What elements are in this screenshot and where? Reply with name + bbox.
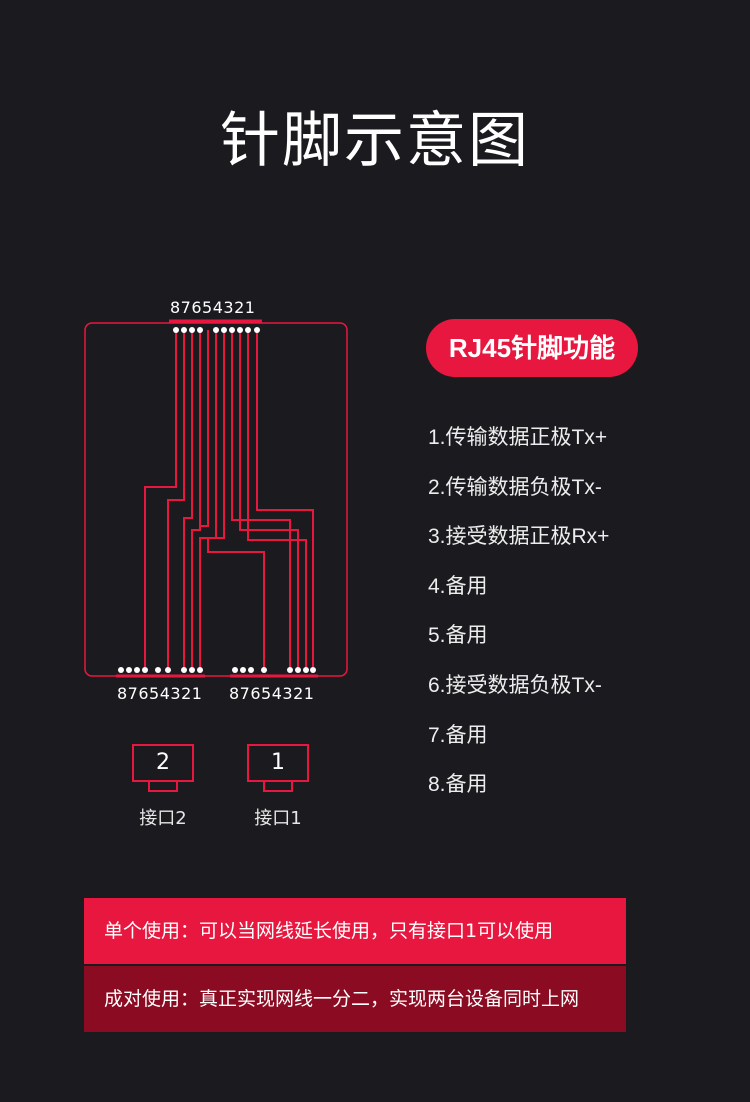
wire-pin8 [144, 330, 177, 670]
pin-function-item: 1.传输数据正极Tx+ [428, 426, 608, 449]
top-pin-dot [237, 327, 243, 333]
bottom-pin-dot [189, 667, 195, 673]
bottom-pin-dot [303, 667, 309, 673]
top-pin-dot [221, 327, 227, 333]
top-pin-dots [173, 327, 260, 333]
wires [144, 330, 314, 670]
bottom-pin-dot [134, 667, 140, 673]
pin-diagram: 87654321 87654321 87654321 2 接口2 1 接口1 [84, 298, 348, 829]
bottom-pin-dots [118, 667, 316, 673]
rj45-function-badge: RJ45针脚功能 [426, 319, 638, 377]
bottom-pin-dot [155, 667, 161, 673]
top-pin-dot [173, 327, 179, 333]
pin-function-item: 2.传输数据负极Tx- [428, 475, 602, 499]
bottom-pin-dot [165, 667, 171, 673]
bottom-pin-dot [295, 667, 301, 673]
port-2-tab [148, 782, 178, 792]
bottom-pin-dot [181, 667, 187, 673]
bottom-pin-dot [261, 667, 267, 673]
top-pin-dot [197, 327, 203, 333]
bottom-pin-dot [118, 667, 124, 673]
top-pin-dot [181, 327, 187, 333]
pin-function-item: 4.备用 [428, 574, 488, 598]
pin-function-item: 8.备用 [428, 773, 488, 797]
wire-pin6 [183, 330, 193, 670]
pin-function-item: 7.备用 [428, 723, 488, 747]
bottom-pin-dot [197, 667, 203, 673]
wire-pin1 [256, 330, 314, 670]
port-1-box: 1 [247, 744, 309, 782]
housing-outline [84, 322, 348, 677]
wire-pin2 [231, 330, 291, 670]
wire-pin3 [207, 330, 265, 670]
top-pin-dot [213, 327, 219, 333]
pin-function-list: 1.传输数据正极Tx+ 2.传输数据负极Tx- 3.接受数据正极Rx+ 4.备用… [428, 420, 609, 817]
wire-pin-y [239, 330, 299, 670]
wire-pin5 [191, 330, 201, 670]
pin-function-item: 3.接受数据正极Rx+ [428, 525, 610, 549]
bottom-pin-dot [248, 667, 254, 673]
single-use-banner: 单个使用：可以当网线延长使用，只有接口1可以使用 [84, 898, 626, 964]
bottom-pin-dot [310, 667, 316, 673]
bottom-pin-dot [287, 667, 293, 673]
port-1-tab [263, 782, 293, 792]
top-pin-dot [254, 327, 260, 333]
bottom-pin-dot [126, 667, 132, 673]
top-pin-dot [229, 327, 235, 333]
top-pin-dot [245, 327, 251, 333]
wire-pin-z [247, 330, 307, 670]
wire-pin4 [199, 330, 217, 670]
bottom-left-pin-label: 87654321 [117, 684, 203, 703]
pair-use-banner: 成对使用：真正实现网线一分二，实现两台设备同时上网 [84, 966, 626, 1032]
port-2-box: 2 [132, 744, 194, 782]
pin-function-item: 5.备用 [428, 624, 488, 648]
port-1-name: 接口1 [254, 808, 302, 829]
top-pin-dot [189, 327, 195, 333]
wiring-svg [84, 319, 348, 678]
bottom-pin-dot [142, 667, 148, 673]
wire-pin7 [167, 330, 185, 670]
top-pin-label: 87654321 [170, 298, 256, 317]
wire-pin-x [200, 330, 209, 527]
bottom-pin-dot [240, 667, 246, 673]
pin-function-item: 6.接受数据负极Tx- [428, 673, 602, 697]
page-title: 针脚示意图 [220, 106, 530, 176]
bottom-pin-dot [232, 667, 238, 673]
port-2-name: 接口2 [139, 808, 187, 829]
bottom-right-pin-label: 87654321 [229, 684, 315, 703]
